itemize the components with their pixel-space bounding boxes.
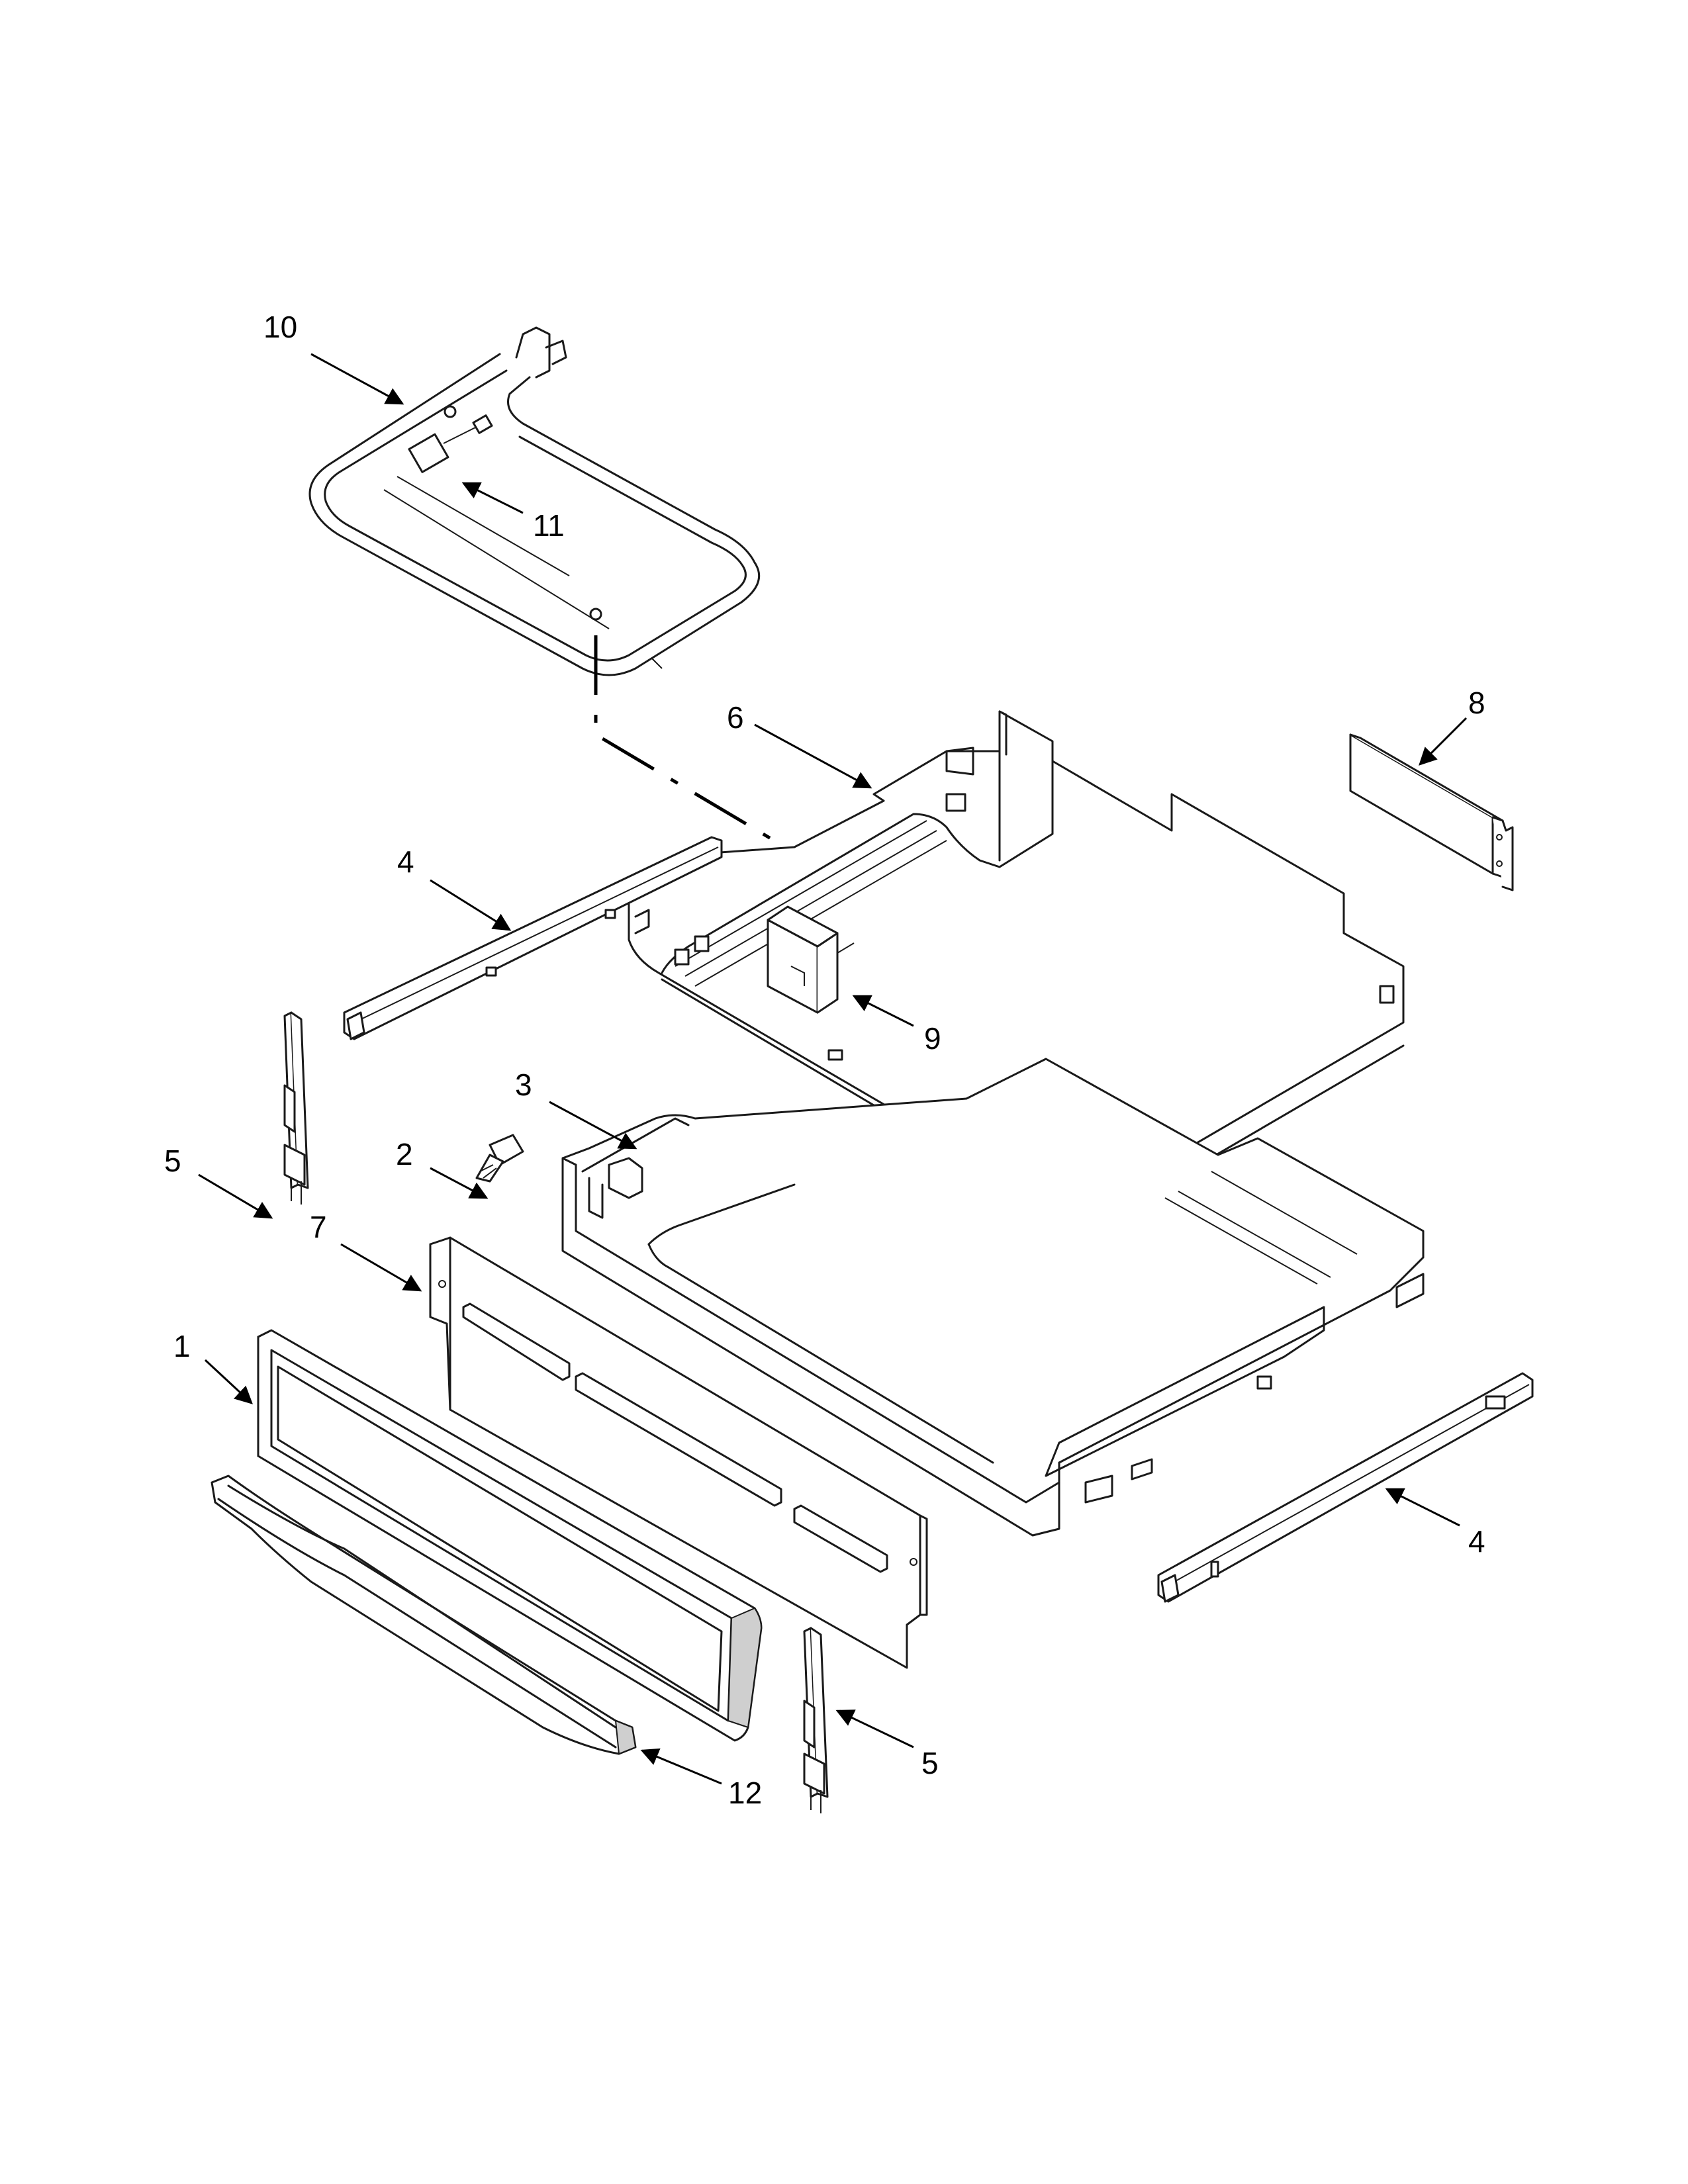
door-trim-part: [257, 1329, 763, 1742]
leader-1: [204, 1359, 253, 1404]
drawer-front-panel-part: [429, 1236, 928, 1669]
outer-drawer-part: [561, 1058, 1425, 1537]
leader-9: [852, 995, 914, 1027]
callout-labels: 10 11 6 8 4 9 3 5 2 7 1 4 12 5: [164, 310, 1485, 1810]
leader-6: [754, 723, 872, 789]
callout-11: 11: [533, 508, 565, 543]
leader-arrows: [198, 353, 1468, 1785]
leader-11: [461, 482, 524, 514]
screw-part: [475, 1134, 524, 1183]
leader-4b: [1385, 1488, 1460, 1527]
leader-8: [1419, 717, 1468, 766]
callout-10: 10: [263, 310, 297, 344]
leader-3: [549, 1101, 637, 1150]
leader-10: [310, 353, 404, 405]
callout-5-upper: 5: [164, 1144, 181, 1178]
leader-4a: [430, 879, 512, 931]
bracket-part: [767, 905, 855, 1061]
callout-6: 6: [727, 700, 744, 735]
callout-7: 7: [310, 1210, 327, 1244]
drawer-slide-right-part: [1157, 1372, 1534, 1603]
rear-cover-part: [1349, 733, 1514, 891]
callout-4-upper: 4: [397, 844, 414, 879]
callout-3: 3: [515, 1068, 532, 1102]
leader-5a: [198, 1173, 273, 1219]
door-handle-trim-part: [211, 1475, 637, 1755]
callout-1: 1: [173, 1329, 191, 1363]
callout-8: 8: [1468, 686, 1485, 720]
callout-4-lower: 4: [1468, 1524, 1485, 1559]
callout-2: 2: [396, 1137, 413, 1171]
clip-lower-part: [803, 1627, 829, 1813]
callout-9: 9: [924, 1021, 941, 1056]
leader-12: [640, 1748, 722, 1785]
leader-7: [340, 1243, 422, 1292]
bake-element-part: [308, 326, 761, 676]
leader-2: [430, 1167, 489, 1199]
clip-upper-part: [283, 1011, 309, 1205]
drawer-slide-left-part: [343, 836, 723, 1040]
leader-5b: [835, 1709, 914, 1749]
callout-12: 12: [728, 1776, 762, 1810]
callout-5-lower: 5: [921, 1746, 939, 1780]
